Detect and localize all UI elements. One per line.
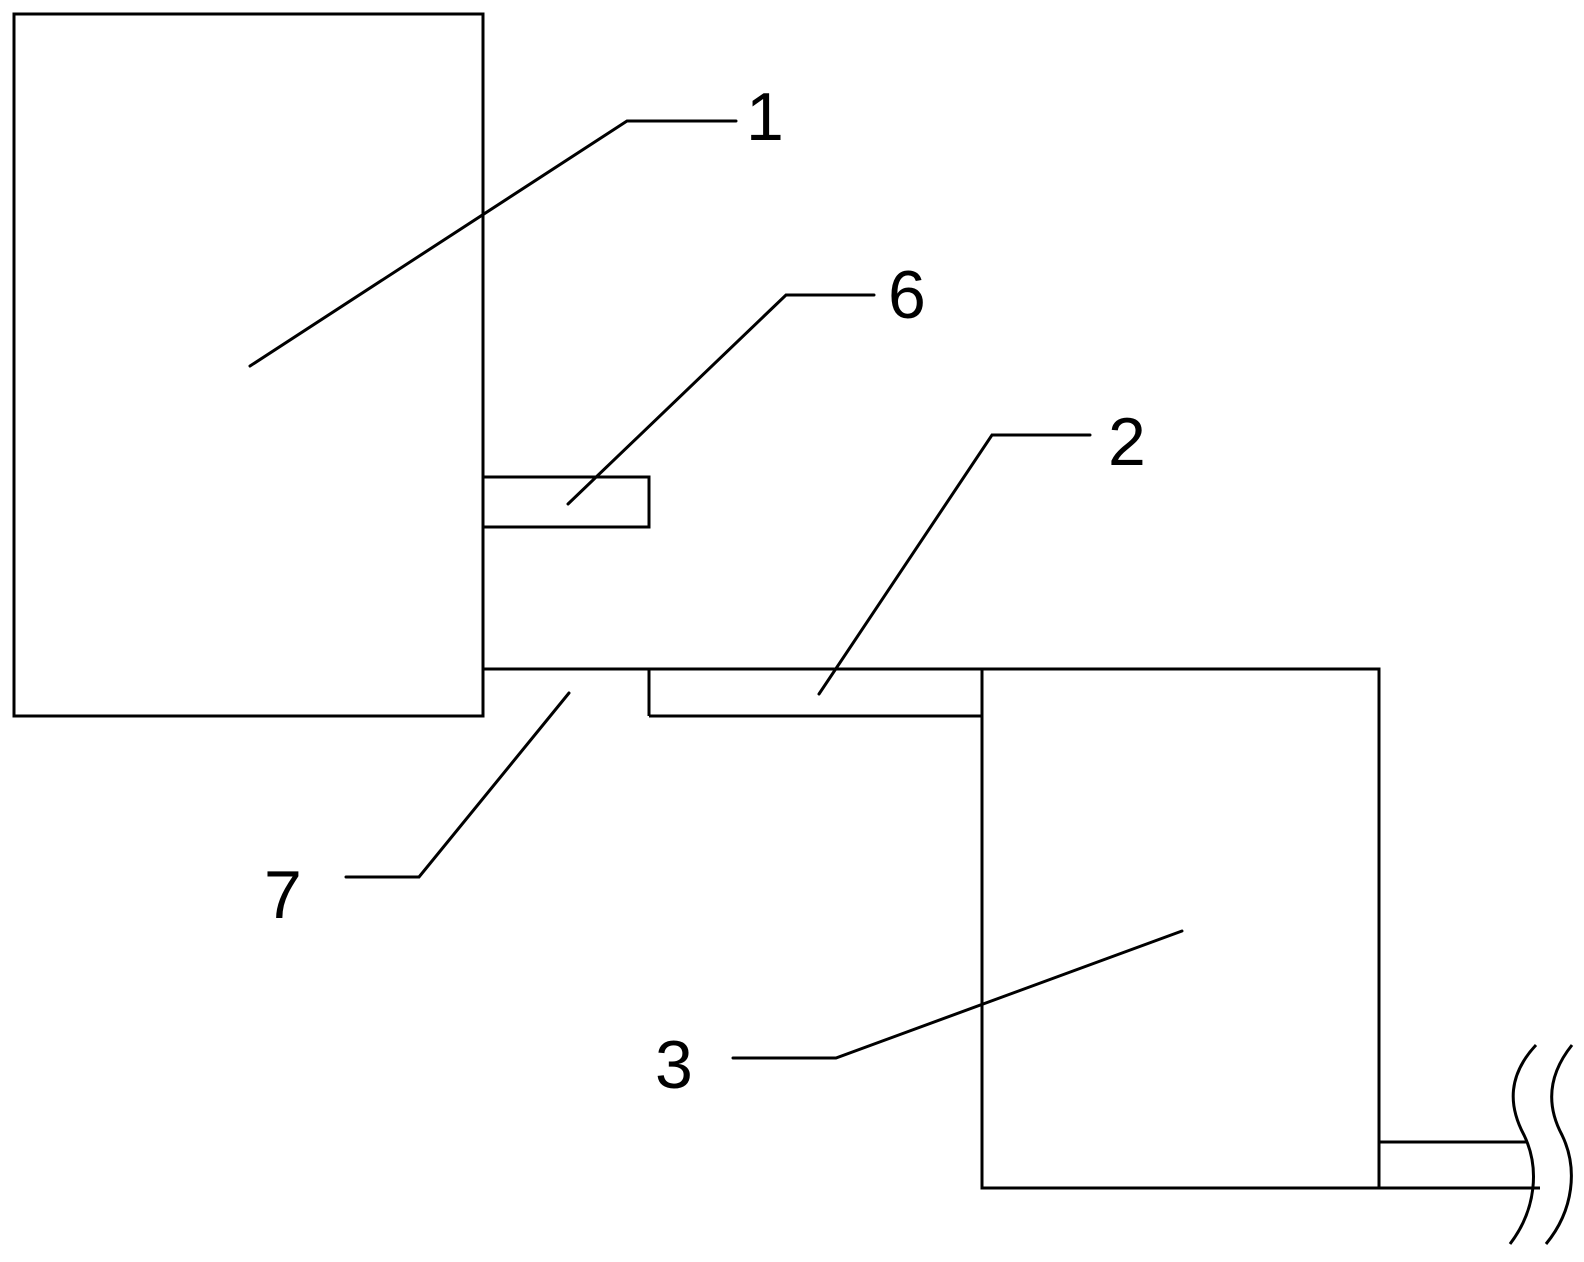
component-2-beam [649,667,982,718]
break-line-right [1544,1044,1574,1245]
component-3-box [980,667,1381,1190]
break-line-left [1508,1043,1538,1245]
label-3: 3 [655,1027,693,1103]
label-7: 7 [264,857,302,933]
component-6-tab [483,475,651,529]
leader-line-3 [731,929,1184,1060]
component-1-box [12,12,485,718]
leader-line-7 [344,691,571,879]
component-7-segment [483,667,651,716]
leader-line-1 [248,119,738,368]
label-2: 2 [1108,404,1146,480]
label-1: 1 [746,79,784,155]
outlet-pipe [1379,1140,1540,1190]
leader-line-6 [566,293,876,506]
label-6: 6 [888,257,926,333]
leader-line-2 [817,433,1092,696]
